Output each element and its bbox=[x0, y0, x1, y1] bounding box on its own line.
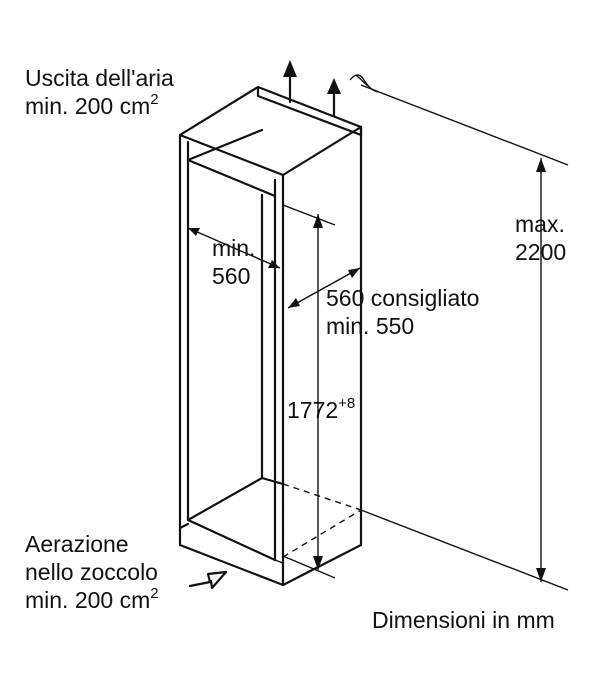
width-line2: 560 bbox=[212, 263, 251, 289]
width-label: min. 560 bbox=[212, 234, 255, 290]
depth-line2: min. 550 bbox=[326, 313, 415, 339]
niche-height-label: 1772+8 bbox=[287, 395, 356, 423]
max-height-line1: max. bbox=[515, 211, 565, 237]
plinth-label: Aerazione nello zoccolo min. 200 cm2 bbox=[25, 530, 159, 614]
air-outlet-arrows bbox=[283, 60, 379, 118]
units-label: Dimensioni in mm bbox=[372, 607, 555, 633]
air-outlet-line2: min. 200 cm2 bbox=[25, 91, 159, 119]
max-height-line2: 2200 bbox=[515, 239, 567, 265]
depth-line1: 560 consigliato bbox=[326, 285, 480, 311]
air-outlet-line1: Uscita dell'aria bbox=[25, 65, 174, 91]
plinth-line3: min. 200 cm2 bbox=[25, 585, 159, 613]
plinth-air-arrow bbox=[188, 570, 228, 590]
niche-height-dimension bbox=[282, 204, 336, 579]
width-dimension bbox=[187, 227, 281, 269]
max-height-label: max. 2200 bbox=[515, 210, 566, 266]
depth-label: 560 consigliato min. 550 bbox=[326, 284, 479, 340]
cabinet-niche bbox=[178, 85, 363, 587]
width-line1: min. bbox=[212, 235, 256, 261]
max-height-dimension bbox=[360, 84, 569, 591]
air-outlet-label: Uscita dell'aria min. 200 cm2 bbox=[25, 64, 174, 120]
plinth-line2: nello zoccolo bbox=[25, 559, 158, 585]
depth-dimension bbox=[287, 267, 361, 309]
plinth-line1: Aerazione bbox=[25, 531, 129, 557]
